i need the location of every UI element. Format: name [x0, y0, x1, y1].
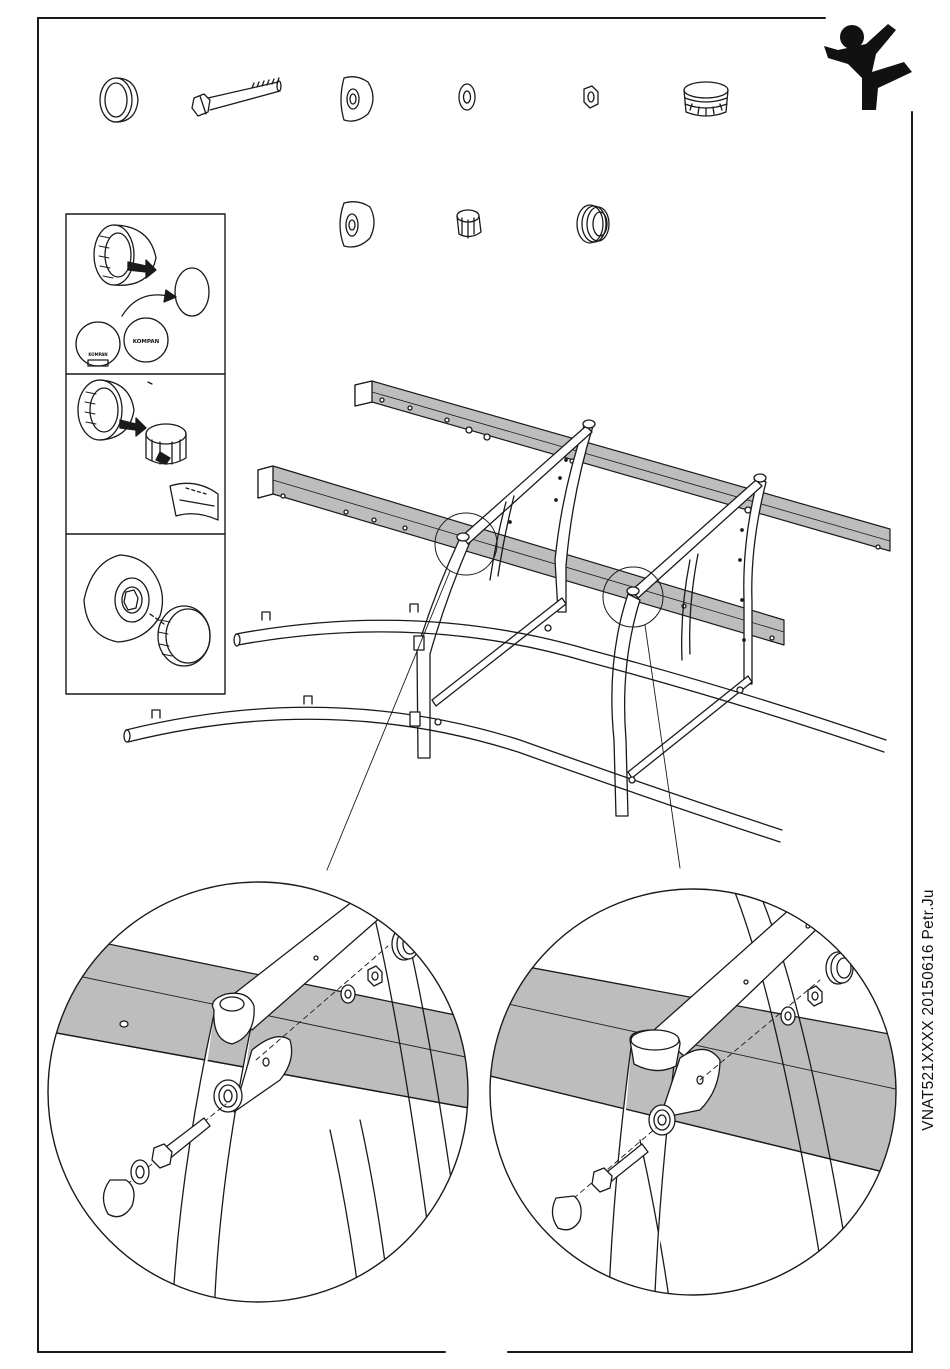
parts-row-2 — [340, 202, 609, 247]
assembly-overview — [124, 381, 890, 870]
dome-nut-cover-icon — [341, 77, 373, 121]
document-code: VNAT521XXXX 20150616 Petr.Ju — [920, 889, 938, 1131]
right-joint-detail — [490, 880, 900, 1320]
left-joint-detail — [40, 860, 480, 1320]
end-cap-icon — [100, 78, 138, 122]
ribbed-plug-icon — [577, 205, 609, 243]
right-frame — [612, 474, 766, 816]
jumping-figure-icon — [824, 24, 912, 110]
left-frame — [417, 420, 595, 758]
kompan-mark-small: KOMPAN — [88, 352, 107, 357]
insert-cap-step: KOMPAN KOMPAN — [76, 225, 209, 366]
bolt-icon — [192, 78, 281, 116]
press-cover-step — [84, 555, 210, 666]
collar-insert-icon — [457, 210, 481, 238]
hex-nut-icon — [584, 86, 598, 108]
ribbed-plug-icon — [684, 82, 728, 116]
washer-icon — [459, 84, 475, 110]
parts-row-1 — [100, 77, 728, 122]
kompan-mark: KOMPAN — [133, 339, 160, 345]
fit-collar-step — [78, 380, 218, 520]
dome-nut-cover-icon — [340, 202, 374, 247]
inset-steps: KOMPAN KOMPAN — [66, 214, 225, 694]
